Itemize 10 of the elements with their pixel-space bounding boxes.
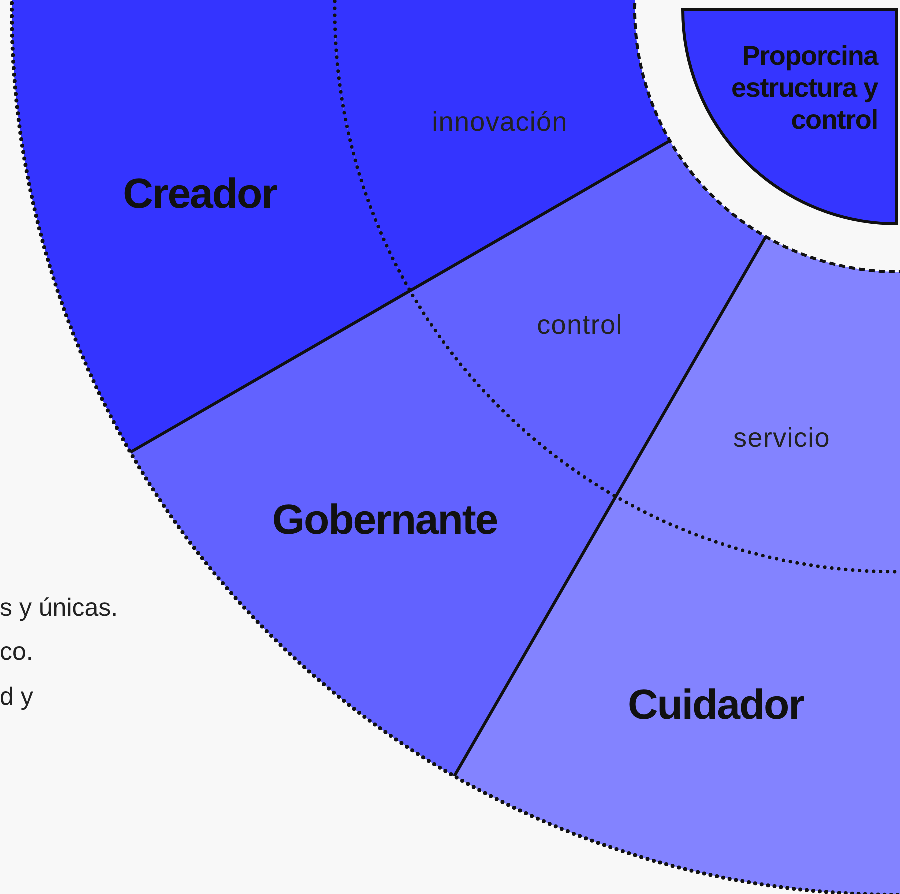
text-fragment: d y — [0, 682, 34, 713]
value-label: control — [536, 309, 624, 342]
value-label: servicio — [732, 422, 832, 455]
text-fragment: co. — [0, 637, 34, 668]
text-fragment: s y únicas. — [0, 593, 118, 624]
archetype-name: Creador — [122, 169, 278, 219]
archetype-name: Cuidador — [627, 680, 806, 730]
archetype-name: Gobernante — [271, 495, 499, 545]
tagline: Proporcina estructura y control — [730, 40, 878, 136]
value-label: innovación — [431, 106, 569, 139]
